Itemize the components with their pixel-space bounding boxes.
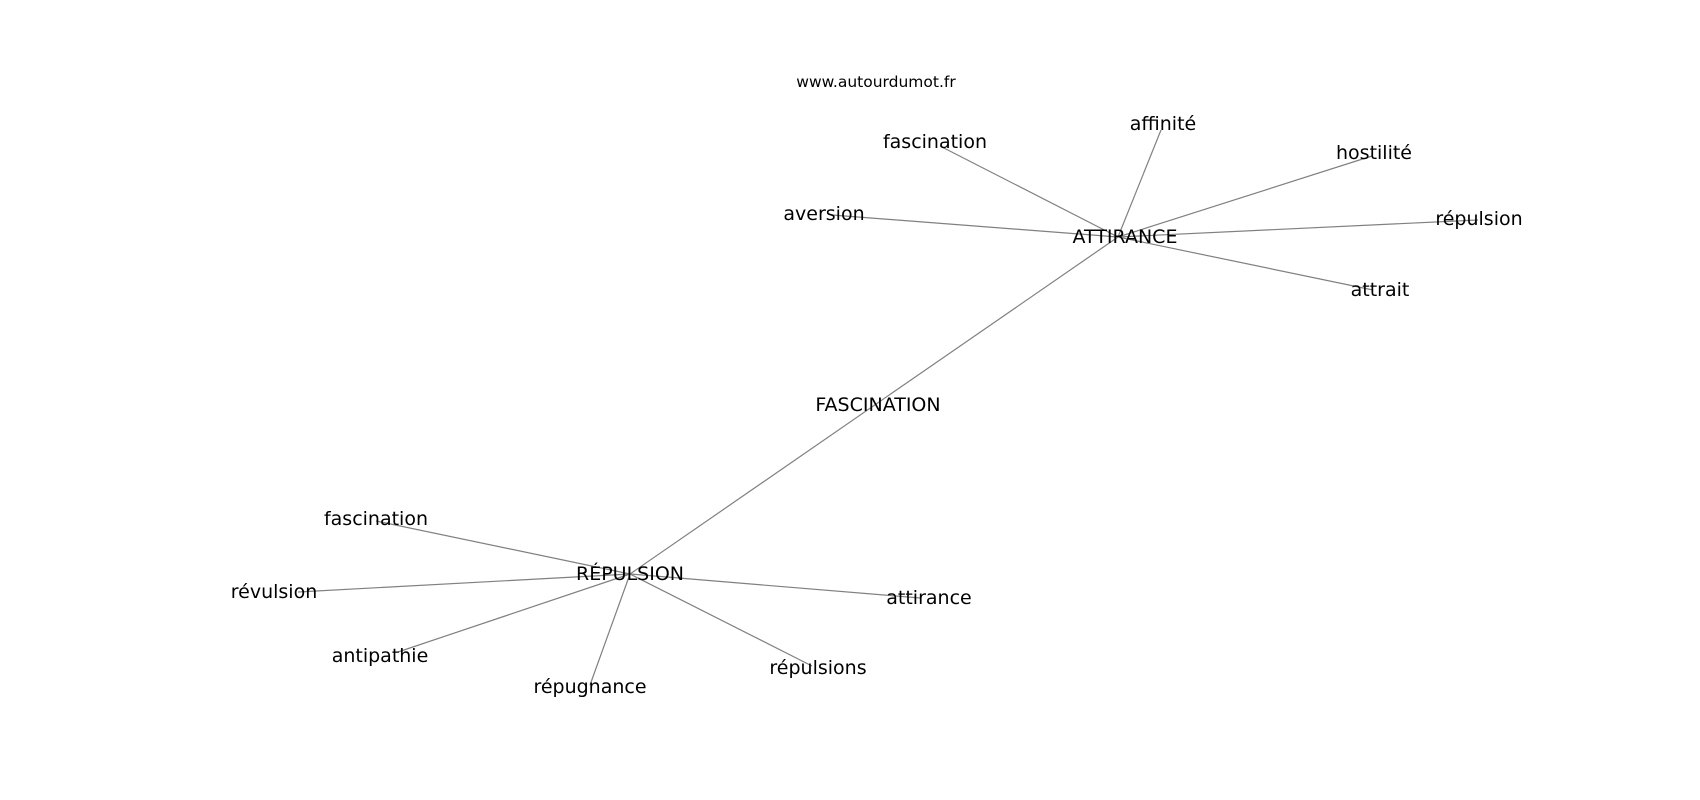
node-a-hostilite[interactable]: hostilité bbox=[1336, 142, 1412, 164]
edge-repulsion_hub-r_repulsions bbox=[629, 573, 813, 667]
edge-attirance_hub-a_attrait bbox=[1117, 236, 1374, 291]
node-fascination-center[interactable]: FASCINATION bbox=[815, 394, 940, 416]
node-a-aversion[interactable]: aversion bbox=[783, 203, 864, 225]
edge-attirance_hub-a_fascination bbox=[939, 145, 1119, 238]
edge-repulsion_hub-r_attirance bbox=[629, 573, 921, 599]
node-a-repulsion[interactable]: répulsion bbox=[1435, 208, 1522, 230]
node-r-attirance[interactable]: attirance bbox=[886, 587, 971, 609]
edge-attirance_hub-a_affinite bbox=[1117, 129, 1162, 238]
edge-attirance_hub-repulsion_hub bbox=[629, 236, 1119, 575]
node-r-repugnance[interactable]: répugnance bbox=[533, 676, 646, 698]
edge-attirance_hub-a_repulsion bbox=[1117, 219, 1479, 238]
node-r-antipathie[interactable]: antipathie bbox=[332, 645, 429, 667]
node-r-fascination[interactable]: fascination bbox=[324, 508, 428, 530]
edge-repulsion_hub-r_fascination bbox=[375, 520, 631, 575]
node-r-repulsions[interactable]: répulsions bbox=[769, 657, 866, 679]
edge-repulsion_hub-r_antipathie bbox=[397, 573, 631, 653]
node-a-attrait[interactable]: attrait bbox=[1351, 279, 1410, 301]
node-a-fascination[interactable]: fascination bbox=[883, 131, 987, 153]
nodes: FASCINATION ATTIRANCE RÉPULSION affinité fas… bbox=[231, 113, 1523, 698]
node-repulsion-hub[interactable]: RÉPULSION bbox=[576, 562, 684, 585]
edges bbox=[297, 129, 1479, 686]
edge-attirance_hub-a_aversion bbox=[831, 214, 1119, 238]
edge-repulsion_hub-r_repugnance bbox=[589, 573, 631, 686]
node-a-affinite[interactable]: affinité bbox=[1130, 113, 1196, 135]
edge-repulsion_hub-r_revulsion bbox=[297, 573, 631, 593]
edge-attirance_hub-a_hostilite bbox=[1117, 155, 1373, 238]
node-r-revulsion[interactable]: révulsion bbox=[231, 581, 318, 603]
node-attirance-hub[interactable]: ATTIRANCE bbox=[1073, 226, 1178, 248]
site-watermark: www.autourdumot.fr bbox=[796, 73, 956, 91]
